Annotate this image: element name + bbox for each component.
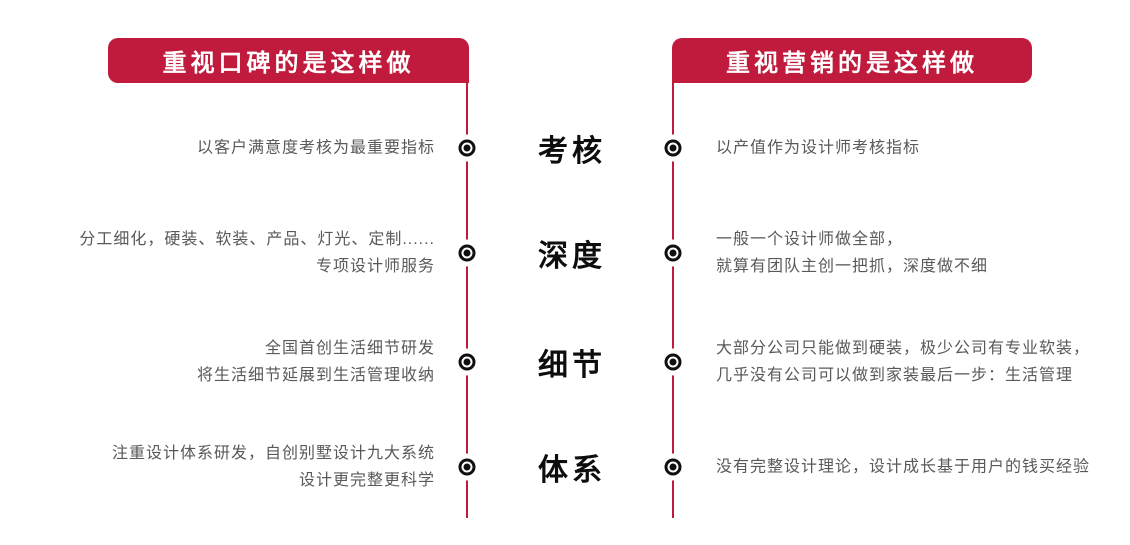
left-point-line: 注重设计体系研发，自创别墅设计九大系统 [111,445,435,462]
bullseye-icon [664,139,682,157]
bullseye-icon [458,458,476,476]
left-point: 全国首创生活细节研发 将生活细节延展到生活管理收纳 [197,335,435,389]
timeline-left [466,82,468,518]
bullseye-icon [664,353,682,371]
left-point-line: 专项设计师服务 [315,258,435,275]
right-point: 以产值作为设计师考核指标 [716,135,920,162]
category-label: 细节 [538,349,606,382]
right-point: 大部分公司只能做到硬装，极少公司有专业软装， 几乎没有公司可以做到家装最后一步：… [716,335,1090,389]
left-point: 分工细化，硬装、软装、产品、灯光、定制...... 专项设计师服务 [79,226,435,280]
right-point: 没有完整设计理论，设计成长基于用户的钱买经验 [716,454,1090,481]
right-point-line: 就算有团队主创一把抓，深度做不细 [716,258,989,275]
header-left-banner: 重视口碑的是这样做 [108,38,469,83]
left-point-line: 将生活细节延展到生活管理收纳 [196,367,435,384]
left-point: 注重设计体系研发，自创别墅设计九大系统 设计更完整更科学 [112,440,435,494]
header-right-banner: 重视营销的是这样做 [672,38,1032,83]
left-point-line: 全国首创生活细节研发 [264,340,435,357]
category-label: 考核 [538,135,606,168]
bullseye-icon [458,244,476,262]
category-label: 体系 [538,454,606,487]
bullseye-icon [664,458,682,476]
right-point-line: 没有完整设计理论，设计成长基于用户的钱买经验 [716,458,1091,476]
category-label: 深度 [538,240,606,273]
right-point-line: 以产值作为设计师考核指标 [716,139,921,157]
right-point-line: 一般一个设计师做全部， [716,231,904,248]
right-point: 一般一个设计师做全部， 就算有团队主创一把抓，深度做不细 [716,226,988,280]
left-point-line: 分工细化，硬装、软装、产品、灯光、定制...... [79,231,435,248]
left-point: 以客户满意度考核为最重要指标 [197,135,435,162]
timeline-right [672,82,674,518]
left-point-line: 设计更完整更科学 [298,472,435,489]
right-point-line: 大部分公司只能做到硬装，极少公司有专业软装， [716,340,1091,357]
right-point-line: 几乎没有公司可以做到家装最后一步：生活管理 [716,367,1074,384]
bullseye-icon [664,244,682,262]
bullseye-icon [458,353,476,371]
bullseye-icon [458,139,476,157]
left-point-line: 以客户满意度考核为最重要指标 [196,139,435,157]
